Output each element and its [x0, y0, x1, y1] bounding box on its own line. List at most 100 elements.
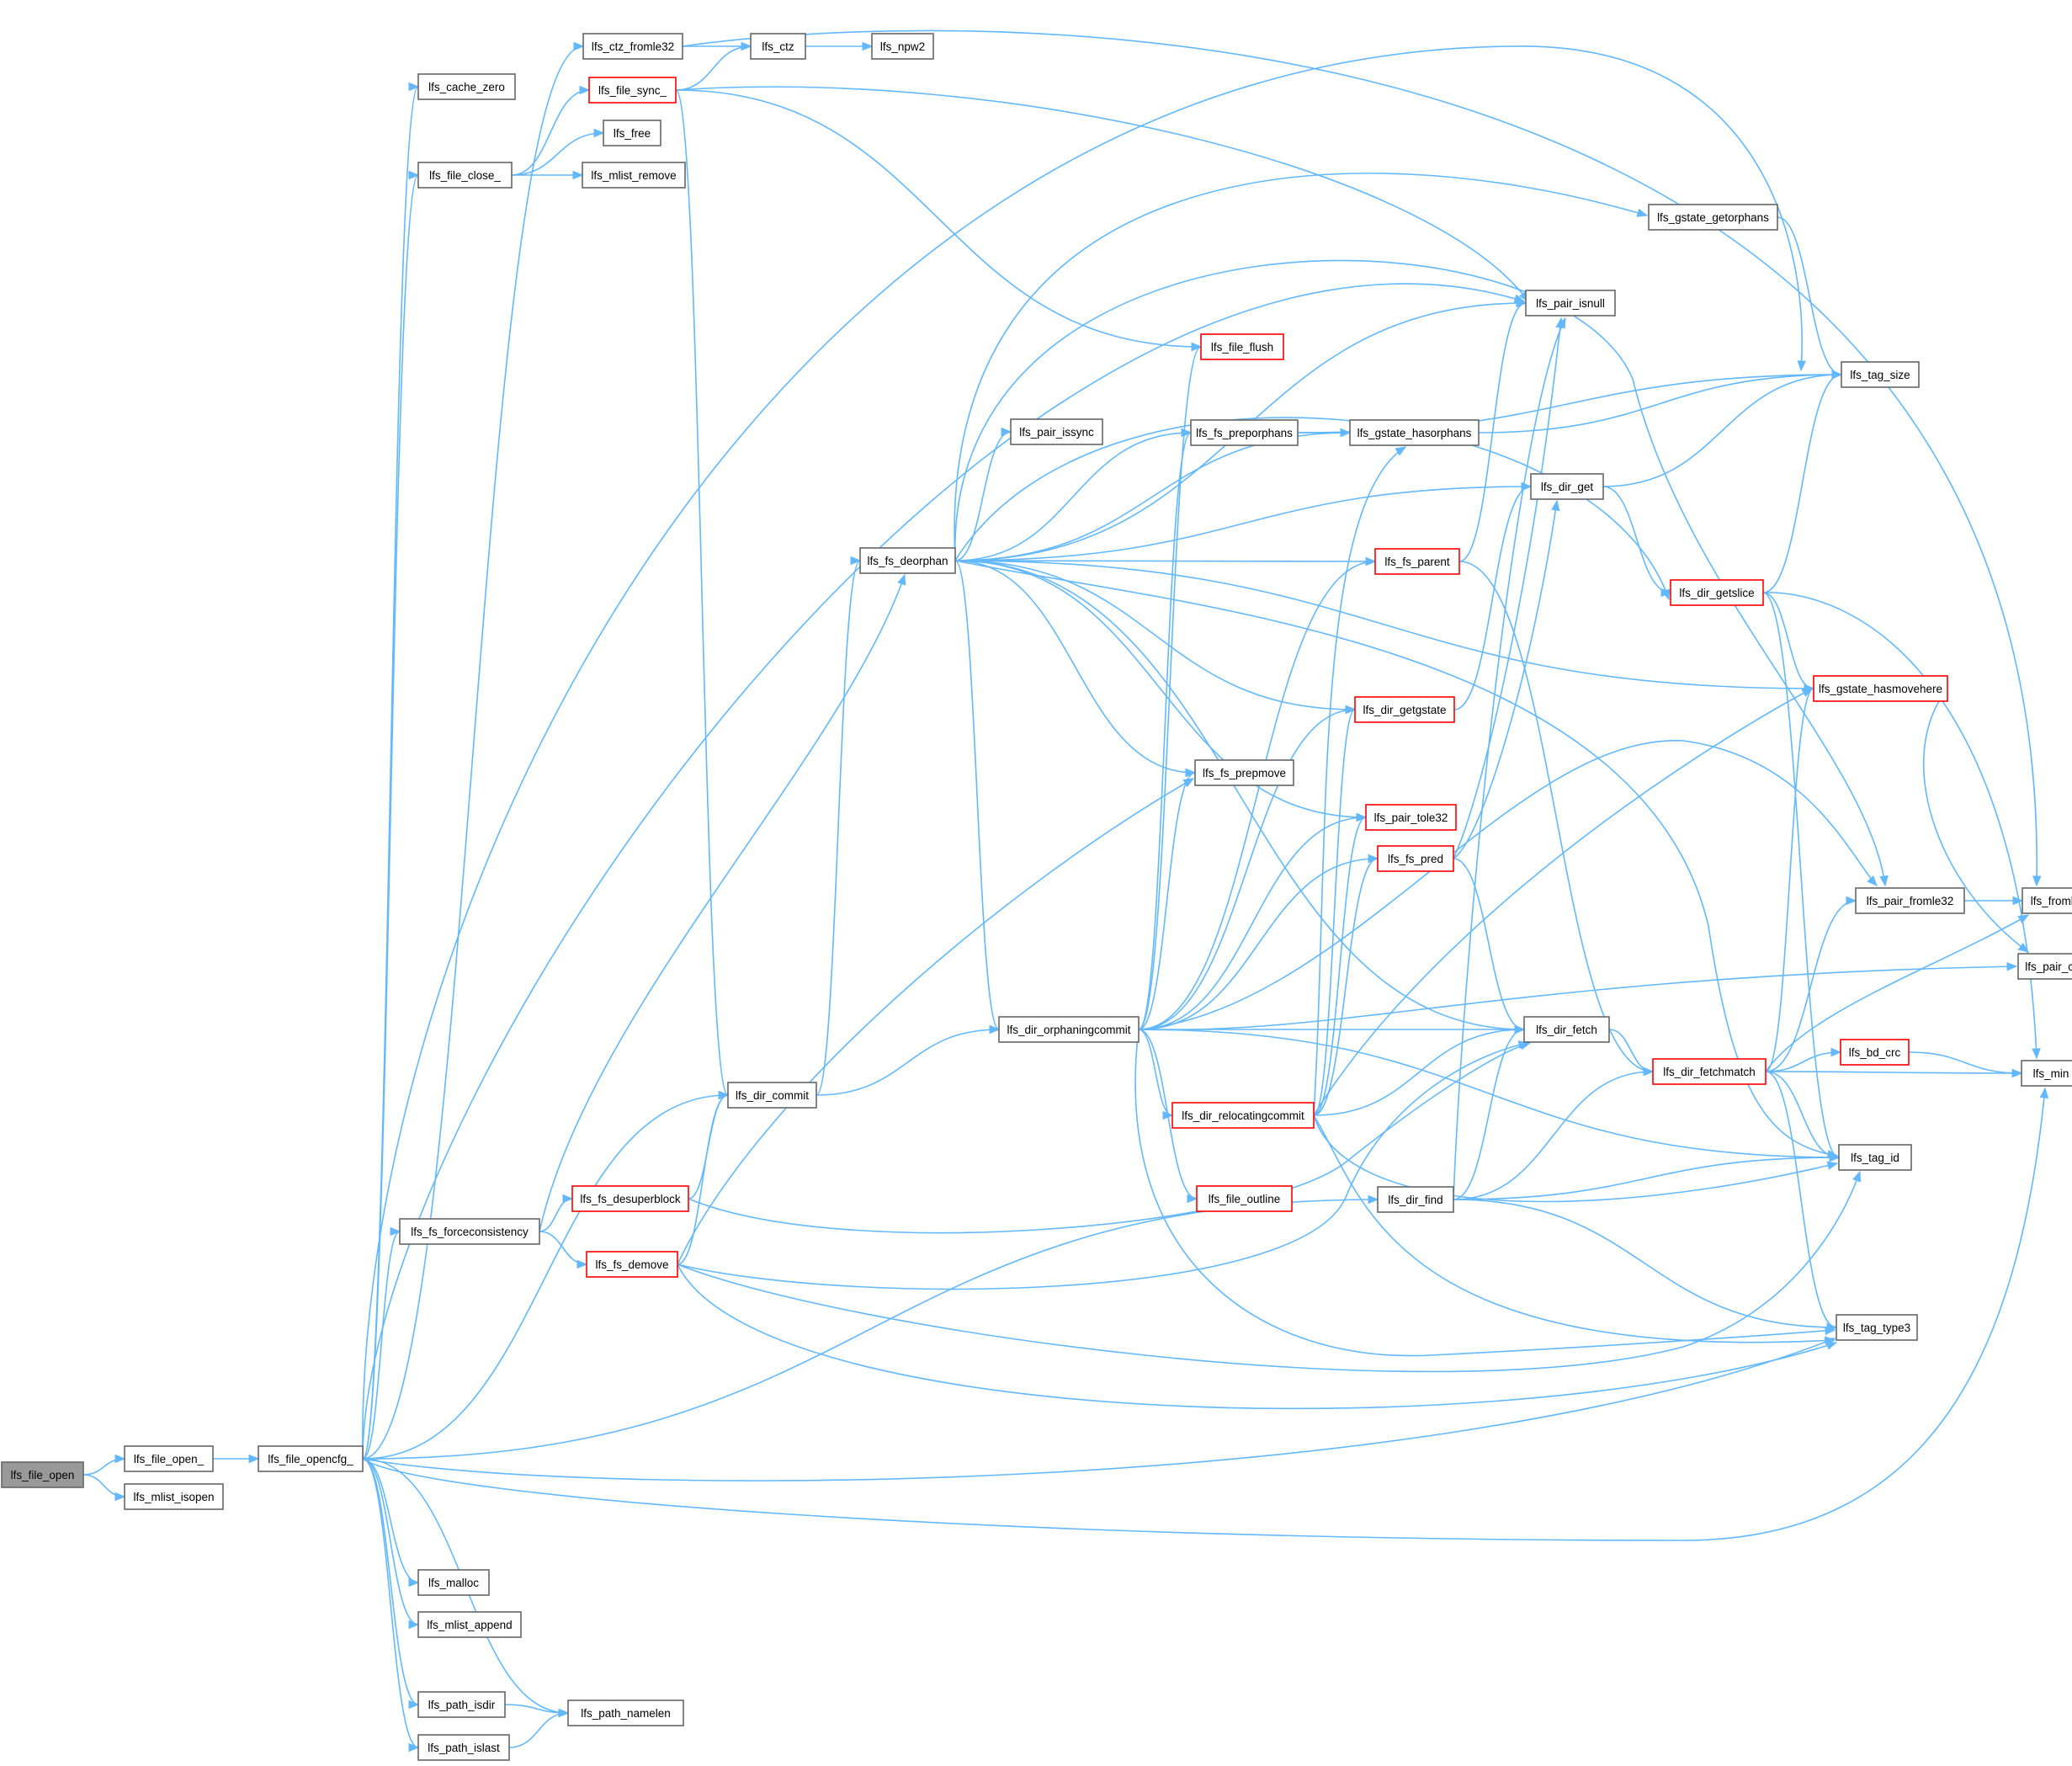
edge-lfs_file_sync_-to-lfs_pair_isnull: [675, 86, 1529, 303]
node-label: lfs_pair_fromle32: [1867, 895, 1954, 907]
edge-path: [1453, 317, 1562, 859]
node-lfs_fs_desuperblock[interactable]: lfs_fs_desuperblock: [571, 1185, 689, 1212]
node-lfs_pair_tole32[interactable]: lfs_pair_tole32: [1365, 804, 1457, 831]
edge-path: [1138, 346, 1202, 1030]
edge-path: [954, 560, 1838, 1157]
edge-path: [1138, 1029, 1840, 1158]
node-lfs_tag_size[interactable]: lfs_tag_size: [1841, 361, 1920, 388]
node-lfs_dir_get[interactable]: lfs_dir_get: [1530, 473, 1604, 500]
edge-path: [1602, 486, 1671, 593]
edge-path: [511, 89, 590, 176]
node-label: lfs_pair_isnull: [1536, 297, 1605, 310]
edge-path: [362, 1231, 401, 1460]
node-label: lfs_file_outline: [1209, 1193, 1281, 1205]
node-lfs_tag_type3[interactable]: lfs_tag_type3: [1836, 1314, 1918, 1341]
edge-lfs_dir_fetchmatch-to-lfs_fromle32: [1765, 914, 2030, 1072]
node-box: [1171, 1102, 1315, 1129]
node-box: [1840, 1039, 1910, 1066]
node-lfs_pair_isnull[interactable]: lfs_pair_isnull: [1525, 290, 1616, 316]
node-lfs_pair_issync[interactable]: lfs_pair_issync: [1010, 418, 1103, 445]
edge-lfs_dir_getslice-to-lfs_tag_size: [1762, 370, 1843, 593]
node-lfs_pair_fromle32[interactable]: lfs_pair_fromle32: [1855, 887, 1965, 914]
node-lfs_file_open[interactable]: lfs_file_open: [1, 1461, 84, 1488]
edge-arrowhead: [1001, 427, 1012, 437]
node-lfs_file_sync_[interactable]: lfs_file_sync_: [588, 77, 677, 104]
edge-arrowhead: [1660, 588, 1672, 598]
node-lfs_pair_cmp[interactable]: lfs_pair_cmp: [2017, 953, 2072, 980]
node-lfs_path_isdir[interactable]: lfs_path_isdir: [417, 1691, 506, 1718]
node-box: [417, 1611, 522, 1638]
edge-arrowhead: [1182, 778, 1195, 788]
edge-path: [954, 560, 1367, 818]
edge-lfs_fs_demove-to-lfs_fs_prepmove: [677, 778, 1195, 1265]
node-lfs_file_open_[interactable]: lfs_file_open_: [124, 1445, 214, 1472]
edge-lfs_fs_deorphan-to-lfs_pair_fromle32: [954, 259, 1889, 887]
node-lfs_fs_demove[interactable]: lfs_fs_demove: [586, 1251, 678, 1278]
node-lfs_tag_id[interactable]: lfs_tag_id: [1838, 1144, 1912, 1171]
node-lfs_mlist_append[interactable]: lfs_mlist_append: [417, 1611, 522, 1638]
node-lfs_npw2[interactable]: lfs_npw2: [871, 33, 934, 60]
node-lfs_path_namelen[interactable]: lfs_path_namelen: [567, 1700, 684, 1726]
edge-lfs_fs_parent-to-lfs_dir_fetchmatch: [1458, 561, 1655, 1077]
node-lfs_ctz_fromle32[interactable]: lfs_ctz_fromle32: [582, 33, 683, 60]
node-lfs_mlist_remove[interactable]: lfs_mlist_remove: [582, 162, 686, 189]
node-lfs_ctz[interactable]: lfs_ctz: [750, 33, 806, 60]
node-lfs_fs_forceconsistency[interactable]: lfs_fs_forceconsistency: [399, 1218, 540, 1245]
node-lfs_gstate_hasorphans[interactable]: lfs_gstate_hasorphans: [1349, 419, 1480, 446]
node-lfs_fs_parent[interactable]: lfs_fs_parent: [1374, 548, 1460, 575]
edge-arrowhead: [741, 41, 752, 51]
edge-lfs_dir_get-to-lfs_tag_size: [1602, 370, 1843, 487]
node-lfs_dir_orphaningcommit[interactable]: lfs_dir_orphaningcommit: [998, 1016, 1140, 1043]
edge-lfs_bd_crc-to-lfs_min: [1908, 1051, 2023, 1078]
edge-path: [1777, 216, 1842, 375]
node-lfs_file_opencfg_[interactable]: lfs_file_opencfg_: [258, 1445, 364, 1472]
edge-path: [1762, 592, 2037, 1059]
node-lfs_path_islast[interactable]: lfs_path_islast: [417, 1734, 510, 1761]
edge-arrowhead: [1804, 684, 1815, 694]
node-lfs_fs_preporphans[interactable]: lfs_fs_preporphans: [1190, 419, 1299, 446]
edge-lfs_dir_getgstate-to-lfs_dir_get: [1453, 481, 1533, 710]
node-lfs_dir_getslice[interactable]: lfs_dir_getslice: [1670, 579, 1764, 606]
node-box: [1525, 290, 1616, 316]
edge-lfs_file_open_-to-lfs_file_opencfg_: [213, 1454, 260, 1464]
edge-path: [682, 29, 2037, 886]
edge-path: [539, 574, 906, 1232]
node-lfs_fromle32[interactable]: lfs_fromle32: [2022, 887, 2072, 914]
node-lfs_dir_fetchmatch[interactable]: lfs_dir_fetchmatch: [1652, 1058, 1767, 1085]
node-box: [1530, 473, 1604, 500]
edge-path: [511, 132, 604, 176]
edge-arrowhead: [850, 556, 862, 566]
node-lfs_fs_prepmove[interactable]: lfs_fs_prepmove: [1194, 759, 1294, 786]
node-lfs_file_flush[interactable]: lfs_file_flush: [1200, 333, 1284, 360]
edge-path: [1765, 914, 2029, 1072]
edge-lfs_dir_relocatingcommit-to-lfs_fs_pred: [1313, 854, 1379, 1116]
node-lfs_dir_getgstate[interactable]: lfs_dir_getgstate: [1354, 696, 1455, 723]
node-lfs_free[interactable]: lfs_free: [603, 120, 661, 146]
edge-lfs_dir_orphaningcommit-to-lfs_dir_relocatingcommit: [1138, 1029, 1174, 1120]
edge-arrowhead: [1516, 298, 1527, 308]
node-lfs_dir_fetch[interactable]: lfs_dir_fetch: [1523, 1016, 1610, 1043]
node-lfs_gstate_getorphans[interactable]: lfs_gstate_getorphans: [1648, 204, 1778, 231]
node-box: [1855, 887, 1965, 914]
node-box: [1365, 804, 1457, 831]
edge-arrowhead: [408, 170, 420, 180]
node-lfs_fs_deorphan[interactable]: lfs_fs_deorphan: [859, 547, 956, 574]
node-lfs_file_close_[interactable]: lfs_file_close_: [417, 162, 513, 189]
node-lfs_cache_zero[interactable]: lfs_cache_zero: [417, 73, 516, 100]
edge-path: [1458, 561, 1654, 1072]
node-lfs_dir_commit[interactable]: lfs_dir_commit: [727, 1082, 817, 1109]
node-lfs_bd_crc[interactable]: lfs_bd_crc: [1840, 1039, 1910, 1066]
node-lfs_mlist_isopen[interactable]: lfs_mlist_isopen: [124, 1483, 224, 1510]
node-lfs_malloc[interactable]: lfs_malloc: [417, 1569, 490, 1596]
edge-path: [1453, 1199, 1837, 1328]
node-lfs_gstate_hasmovehere[interactable]: lfs_gstate_hasmovehere: [1813, 675, 1948, 702]
node-label: lfs_ctz: [762, 40, 794, 53]
node-lfs_dir_relocatingcommit[interactable]: lfs_dir_relocatingcommit: [1171, 1102, 1315, 1129]
node-lfs_fs_pred[interactable]: lfs_fs_pred: [1377, 845, 1454, 872]
node-lfs_dir_find[interactable]: lfs_dir_find: [1377, 1186, 1454, 1213]
node-lfs_file_outline[interactable]: lfs_file_outline: [1196, 1185, 1293, 1212]
node-box: [1838, 1144, 1912, 1171]
node-lfs_min[interactable]: lfs_min: [2021, 1060, 2072, 1087]
edge-lfs_fs_pred-to-lfs_dir_get: [1453, 499, 1560, 859]
node-box: [2017, 953, 2072, 980]
